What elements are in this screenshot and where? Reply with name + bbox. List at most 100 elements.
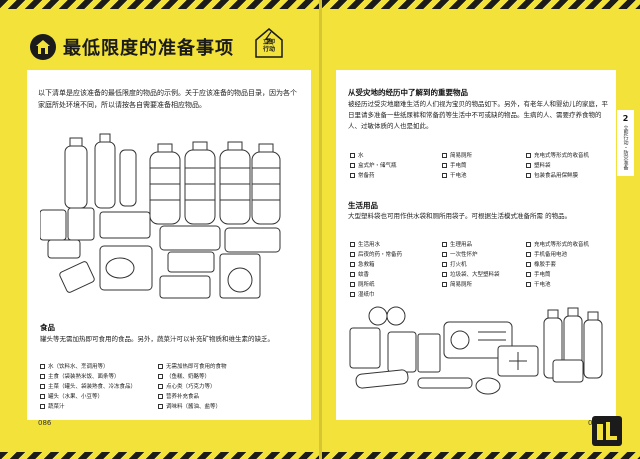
living-checklist-item-label: 一次性怀炉 — [450, 252, 478, 258]
checkbox-icon — [442, 241, 447, 247]
checkbox-icon — [442, 261, 447, 267]
checkbox-icon — [442, 281, 447, 287]
living-checklist-item: 生理用品 — [442, 240, 526, 250]
living-checklist-item-label: 打火机 — [450, 262, 467, 268]
living-checklist: 生活用水生理用品充电式等形式的收音机后夜的药・常备药一次性怀炉手机备用电池急救箱… — [350, 240, 612, 300]
living-checklist-item: 湿纸巾 — [350, 290, 442, 300]
checkbox-icon — [350, 172, 355, 178]
living-checklist-item: 厕所纸 — [350, 280, 442, 290]
living-checklist-item-label: 干电池 — [534, 282, 551, 288]
food-checklist-item: 罐头（水果、小豆等） — [40, 392, 158, 402]
checkbox-icon — [40, 373, 45, 379]
living-checklist-item-label: 湿纸巾 — [358, 292, 375, 298]
experience-checklist-item: 简易厕所 — [442, 151, 526, 161]
checkbox-icon — [526, 152, 531, 158]
food-checklist-item-label: 罐头（水果、小豆等） — [48, 394, 104, 400]
living-checklist-item-label: 生理用品 — [450, 242, 473, 248]
experience-checklist-item-label: 常备药 — [358, 173, 375, 179]
food-checklist-item-label: （鱼糕、奶酪等） — [166, 374, 211, 380]
living-checklist-item: 蚊香 — [350, 270, 442, 280]
food-checklist-item-label: 无需加热即可食用的食物 — [166, 364, 227, 370]
checkbox-icon — [40, 403, 45, 409]
checkbox-icon — [526, 172, 531, 178]
checkbox-icon — [442, 172, 447, 178]
checkbox-icon — [442, 251, 447, 257]
food-checklist-item-label: 蔬菜汁 — [48, 404, 65, 410]
food-checklist-item: （鱼糕、奶酪等） — [158, 372, 296, 382]
experience-checklist-item-label: 手电筒 — [450, 163, 467, 169]
living-checklist-item-label: 简易厕所 — [450, 282, 473, 288]
experience-checklist-item: 充电式等形式的收音机 — [526, 151, 612, 161]
page-number-left: 086 — [38, 419, 52, 427]
checkbox-icon — [350, 251, 355, 257]
food-checklist-item: 点心类（巧克力等） — [158, 382, 296, 392]
food-checklist-item-label: 点心类（巧克力等） — [166, 384, 216, 390]
house-icon — [30, 34, 56, 60]
chapter-tab: 2 立即行动・防灾准备 — [617, 110, 634, 176]
checkbox-icon — [442, 162, 447, 168]
living-checklist-item-label: 厕所纸 — [358, 282, 375, 288]
lightning-house-badge: 立即 行动 — [255, 28, 283, 58]
food-checklist-item-label: 水（饮料水、烹调用等） — [48, 364, 109, 370]
experience-checklist-item-label: 干电池 — [450, 173, 467, 179]
checkbox-icon — [350, 162, 355, 168]
living-checklist-item: 手机备用电池 — [526, 250, 612, 260]
badge-label: 立即 行动 — [262, 39, 275, 53]
experience-checklist-item: 盒式炉・储气瓶 — [350, 161, 442, 171]
checkbox-icon — [442, 152, 447, 158]
living-checklist-item: 后夜的药・常备药 — [350, 250, 442, 260]
living-checklist-item-label: 手电筒 — [534, 272, 551, 278]
living-checklist-item: 干电池 — [526, 280, 612, 290]
checkbox-icon — [350, 271, 355, 277]
living-checklist-item-label: 垃圾袋、大型塑料袋 — [450, 272, 500, 278]
checkbox-icon — [158, 393, 163, 399]
experience-checklist-item-label: 盒式炉・储气瓶 — [358, 163, 397, 169]
experience-checklist-item: 干电池 — [442, 171, 526, 181]
hazard-stripe-top-right — [322, 0, 640, 9]
checkbox-icon — [526, 261, 531, 267]
food-checklist-item: 主菜（罐头、袋装熟食、冷冻食品） — [40, 382, 158, 392]
checkbox-icon — [158, 403, 163, 409]
living-checklist-item: 简易厕所 — [442, 280, 526, 290]
experience-checklist-item: 水 — [350, 151, 442, 161]
living-checklist-item-label: 蚊香 — [358, 272, 370, 278]
living-checklist-item: 充电式等形式的收音机 — [526, 240, 612, 250]
living-checklist-item: 一次性怀炉 — [442, 250, 526, 260]
checkbox-icon — [158, 383, 163, 389]
checkbox-icon — [350, 291, 355, 297]
living-checklist-item: 橡胶手套 — [526, 260, 612, 270]
chapter-label: 立即行动・防灾准备 — [622, 125, 629, 170]
checkbox-icon — [526, 251, 531, 257]
food-checklist-item: 营养补充食品 — [158, 392, 296, 402]
checkbox-icon — [158, 373, 163, 379]
living-checklist-item: 打火机 — [442, 260, 526, 270]
tokyo-bousai-logo — [592, 416, 622, 446]
checkbox-icon — [442, 271, 447, 277]
experience-checklist-item-label: 塑料袋 — [534, 163, 551, 169]
food-checklist-item: 蔬菜汁 — [40, 402, 158, 412]
experience-checklist: 水简易厕所 充电式等形式的收音机盒式炉・储气瓶 手电筒 塑料袋常备药 干电池 包装食品用保… — [350, 151, 612, 181]
experience-checklist-item-label: 充电式等形式的收音机 — [534, 153, 590, 159]
experience-checklist-item: 手电筒 — [442, 161, 526, 171]
intro-text: 以下清单是应该准备的最低限度的物品的示例。关于应该准备的物品目录，因为各个家庭所… — [38, 89, 297, 109]
emergency-supplies-illustration — [40, 133, 281, 299]
experience-section-title: 从受灾地的经历中了解到的重要物品 — [348, 88, 468, 97]
checkbox-icon — [350, 241, 355, 247]
hazard-stripe-bottom-left — [0, 452, 319, 459]
living-checklist-item-label: 橡胶手套 — [534, 262, 557, 268]
checkbox-icon — [350, 281, 355, 287]
checkbox-icon — [526, 241, 531, 247]
checkbox-icon — [526, 162, 531, 168]
living-checklist-item: 急救箱 — [350, 260, 442, 270]
food-checklist-item: 水（饮料水、烹调用等） — [40, 362, 158, 372]
food-checklist-item-label: 主菜（罐头、袋装熟食、冷冻食品） — [48, 384, 137, 390]
checkbox-icon — [40, 393, 45, 399]
checkbox-icon — [526, 281, 531, 287]
experience-checklist-item: 包装食品用保鲜膜 — [526, 171, 612, 181]
food-checklist-item: 调味料（酱油、盐等） — [158, 402, 296, 412]
checkbox-icon — [350, 261, 355, 267]
checkbox-icon — [350, 152, 355, 158]
food-section-body: 罐头等无需加热即可食用的食品。另外，蔬菜汁可以补充矿物质和维生素的缺乏。 — [40, 335, 274, 343]
food-checklist-item-label: 主食（袋装熟米饭、面条等） — [48, 374, 120, 380]
